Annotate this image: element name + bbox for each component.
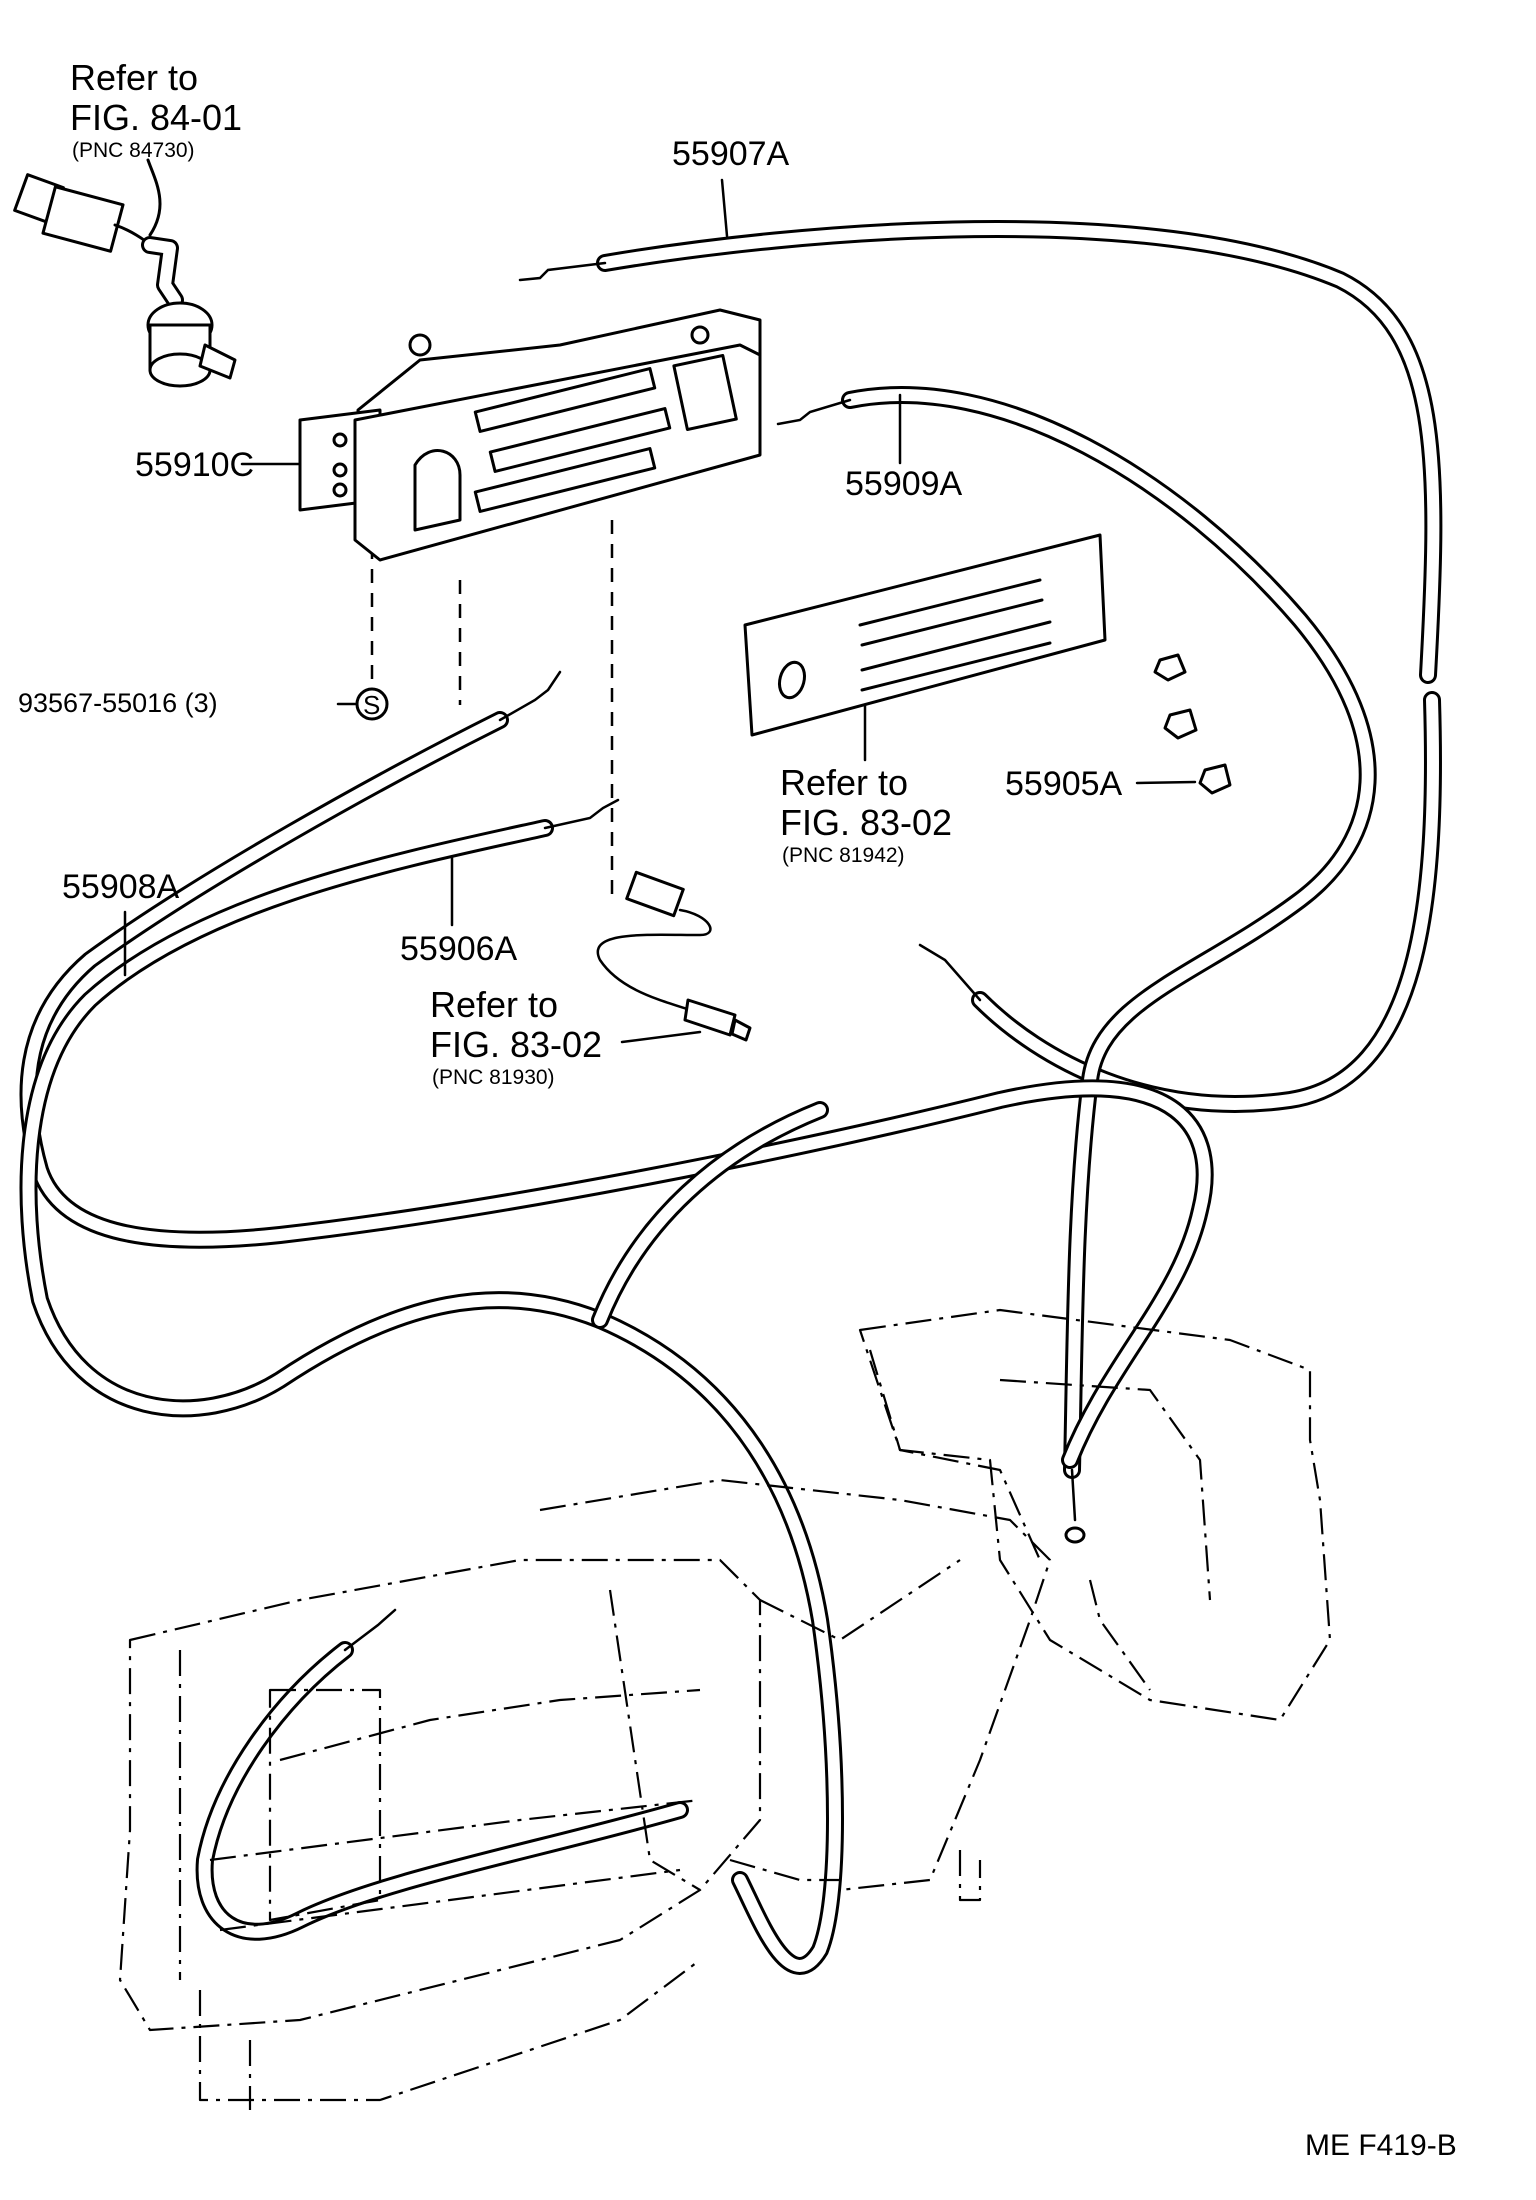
- refer-84-01-line2: FIG. 84-01: [70, 97, 242, 138]
- sensor-part: [596, 870, 752, 1042]
- label-55907A: 55907A: [672, 135, 790, 173]
- screw-symbol-letter: S: [363, 690, 380, 720]
- cable-55909A: [776, 386, 1377, 1544]
- refer-fig-83-02-center-label: Refer to FIG. 83-02 (PNC 81930): [430, 984, 602, 1089]
- label-55905A: 55905A: [1005, 765, 1123, 803]
- knob-55905A-part: [1153, 653, 1232, 795]
- label-55908A: 55908A: [62, 868, 180, 906]
- heater-unit-phantom: [118, 1308, 1332, 2110]
- cable-55906A: [19, 798, 844, 1975]
- refer-83-02-center-line1: Refer to: [430, 984, 558, 1025]
- refer-84-01-line1: Refer to: [70, 57, 198, 98]
- refer-84-01-line3: (PNC 84730): [72, 139, 195, 162]
- leader-55905A: [1135, 780, 1197, 785]
- heater-control-unit-part: [298, 308, 762, 562]
- label-55909A: 55909A: [845, 465, 963, 503]
- screw-symbol: S: [355, 687, 389, 721]
- cable-inner-left-loop: [195, 1608, 689, 1941]
- control-panel-face-part: [743, 533, 1107, 737]
- label-55910C: 55910C: [135, 446, 254, 484]
- cable-55908A: [19, 670, 1214, 1469]
- vacuum-switch-part: [13, 158, 237, 388]
- refer-fig-83-02-right-label: Refer to FIG. 83-02 (PNC 81942): [780, 762, 952, 867]
- label-55906A: 55906A: [400, 930, 518, 968]
- refer-fig-84-01-label: Refer to FIG. 84-01 (PNC 84730): [70, 57, 242, 162]
- figure-code: ME F419-B: [1305, 2129, 1457, 2162]
- label-93567-55016: 93567-55016 (3): [18, 688, 218, 718]
- refer-83-02-right-line2: FIG. 83-02: [780, 802, 952, 843]
- refer-83-02-center-line2: FIG. 83-02: [430, 1024, 602, 1065]
- cable-55907A: [518, 219, 1443, 1113]
- refer-83-02-right-line3: (PNC 81942): [782, 844, 905, 867]
- leader-sensor-label: [620, 1030, 702, 1044]
- refer-83-02-right-line1: Refer to: [780, 762, 908, 803]
- leader-55907A: [720, 178, 729, 238]
- refer-83-02-center-line3: (PNC 81930): [432, 1066, 555, 1089]
